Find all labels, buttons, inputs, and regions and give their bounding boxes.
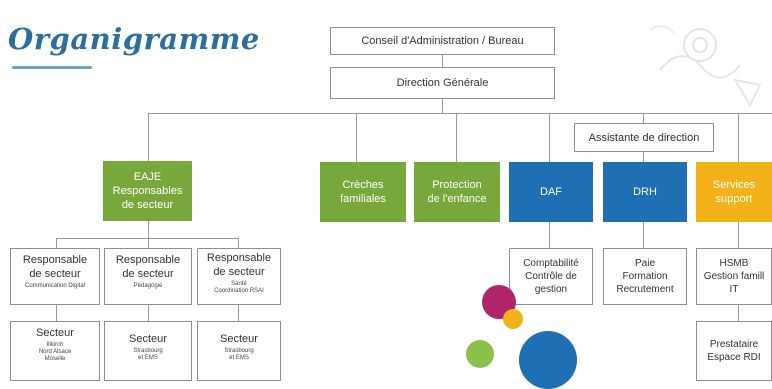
connector-line [738,305,739,321]
secteur-detail: Strasbourg et EMS [224,348,254,361]
assistant-box: Assistante de direction [574,123,714,152]
prestataire-box: Prestataire Espace RDI [696,321,772,381]
daf-box: DAF [509,162,593,222]
connector-line [738,113,739,162]
responsable-detail: Santé Coordination RSAI [214,281,264,294]
responsable-box: Responsable de secteur Santé Coordinatio… [197,248,281,305]
connector-line [456,113,457,162]
board-box: Conseil d'Administration / Bureau [330,27,555,55]
connector-line [148,113,149,161]
services-support-box: Services support [696,162,772,222]
daf-detail-box: Comptabilité Contrôle de gestion [509,248,593,305]
green-circle-icon [466,340,494,368]
connector-line [56,305,57,321]
secteur-title: Secteur [129,333,167,345]
connector-line [238,305,239,321]
services-detail-box: HSMB Gestion famill IT [696,248,772,305]
connector-line [148,238,149,248]
secteur-box: Secteur Illkirch Nord Alsace Moselle [10,321,100,381]
secteur-box: Secteur Strasbourg et EMS [104,321,192,381]
drh-detail-box: Paie Formation Recrutement [603,248,687,305]
connector-line [549,222,550,248]
connector-line [56,238,238,239]
page-title: Organigramme [8,22,260,56]
responsable-title: Responsable de secteur [22,254,88,280]
title-underline [12,66,92,69]
responsable-detail: Communication Digital [24,283,86,289]
eaje-box: EAJE Responsables de secteur [103,161,192,221]
responsable-box: Responsable de secteur Pédagogie [104,248,192,305]
connector-line [442,99,443,114]
responsable-detail: Pédagogie [133,283,163,289]
connector-line [738,222,739,248]
creches-familiales-box: Crèches familiales [320,162,406,222]
responsable-box: Responsable de secteur Communication Dig… [10,248,100,305]
protection-enfance-box: Protection de l'enfance [414,162,500,222]
responsable-title: Responsable de secteur [206,252,272,278]
secteur-title: Secteur [36,327,74,339]
secteur-box: Secteur Strasbourg et EMS [197,321,281,381]
connector-line [643,222,644,248]
connector-line [356,113,357,162]
connector-line [442,55,443,67]
drh-box: DRH [603,162,687,222]
connector-line [56,238,57,248]
secteur-title: Secteur [220,333,258,345]
connector-line [148,221,149,239]
blue-circle-icon [519,331,577,389]
responsable-title: Responsable de secteur [115,254,181,280]
yellow-circle-icon [503,309,523,329]
direction-generale-box: Direction Générale [330,67,555,99]
connector-line [238,238,239,248]
decorative-sketch-icon [649,25,762,108]
connector-line [148,113,772,114]
secteur-detail: Illkirch Nord Alsace Moselle [38,342,72,362]
connector-line [549,113,550,162]
secteur-detail: Strasbourg et EMS [133,348,163,361]
connector-line [148,305,149,321]
